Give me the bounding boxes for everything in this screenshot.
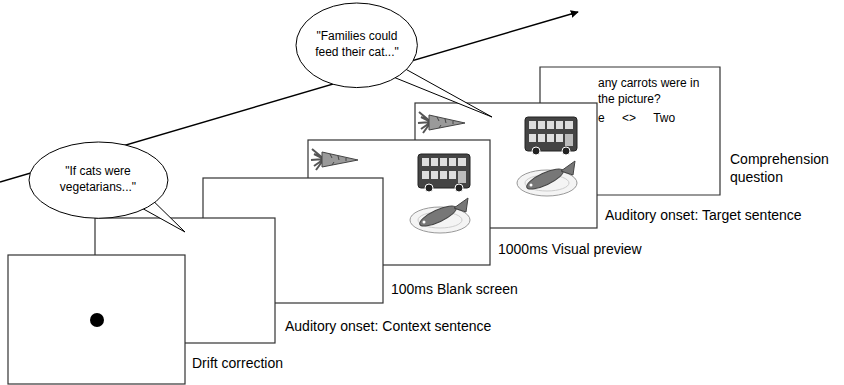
speech-bubble: "Families could feed their cat...": [295, 2, 418, 89]
bubble-shape: [29, 142, 168, 218]
question-text: any carrots were in the picture?: [598, 76, 716, 107]
bubble-shape: [296, 3, 417, 88]
screen-caption: Comprehension question: [730, 150, 838, 186]
screen-caption: Auditory onset: Target sentence: [605, 206, 840, 224]
fixation-dot: [90, 313, 104, 327]
screen-drift: [8, 255, 185, 384]
speech-text: "Families could feed their cat...": [308, 29, 406, 60]
text-group: any carrots were in the picture? e <> Two: [598, 76, 716, 127]
screen-caption: 100ms Blank screen: [391, 280, 591, 298]
text-group: "If cats were vegetarians...": [43, 164, 153, 195]
screen-caption: 1000ms Visual preview: [498, 240, 718, 258]
question-screen: any carrots were in the picture? e <> Two: [540, 67, 720, 195]
screen-caption: Drift correction: [192, 354, 392, 372]
screen-border: [540, 67, 720, 195]
screen-caption: Auditory onset: Context sentence: [285, 317, 545, 335]
text-group: "Families could feed their cat...": [308, 29, 406, 60]
speech-bubble: "If cats were vegetarians...": [28, 141, 169, 219]
question-text: e <> Two: [598, 111, 716, 127]
speech-text: "If cats were vegetarians...": [43, 164, 153, 195]
